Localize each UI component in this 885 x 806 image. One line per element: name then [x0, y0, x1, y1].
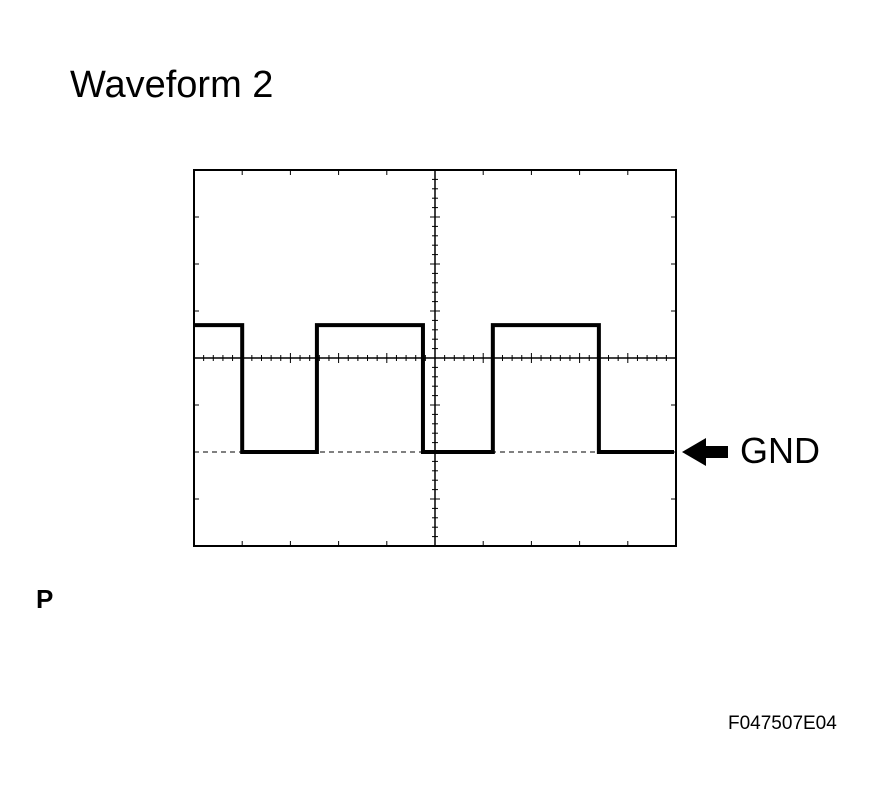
- side-label: P: [36, 584, 54, 614]
- oscilloscope-grid: [193, 169, 677, 547]
- waveform-title: Waveform 2: [70, 64, 274, 106]
- ground-label: GND: [740, 430, 820, 471]
- arrow-left-icon: [682, 438, 728, 466]
- figure-code: F047507E04: [728, 713, 837, 734]
- square-waveform-trace: [194, 323, 674, 454]
